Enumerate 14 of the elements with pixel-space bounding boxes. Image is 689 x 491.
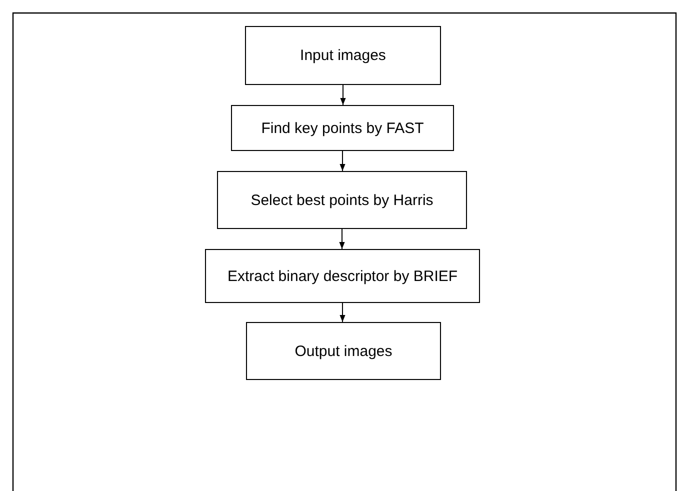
box-label: Output images: [294, 342, 392, 360]
arrow: [340, 84, 346, 106]
process-box: [205, 249, 480, 303]
box-label: Extract binary descriptor by BRIEF: [227, 268, 458, 284]
process-box: [231, 105, 454, 151]
box-label: Select best points by Harris: [250, 192, 434, 208]
box-label: Input images: [300, 47, 386, 64]
process-box: [217, 171, 467, 229]
process-box: [246, 322, 441, 380]
box-label: Find key points by FAST: [261, 120, 424, 136]
arrow: [340, 302, 346, 322]
process-box: [245, 26, 441, 85]
arrow: [339, 228, 345, 250]
arrow: [340, 150, 346, 172]
